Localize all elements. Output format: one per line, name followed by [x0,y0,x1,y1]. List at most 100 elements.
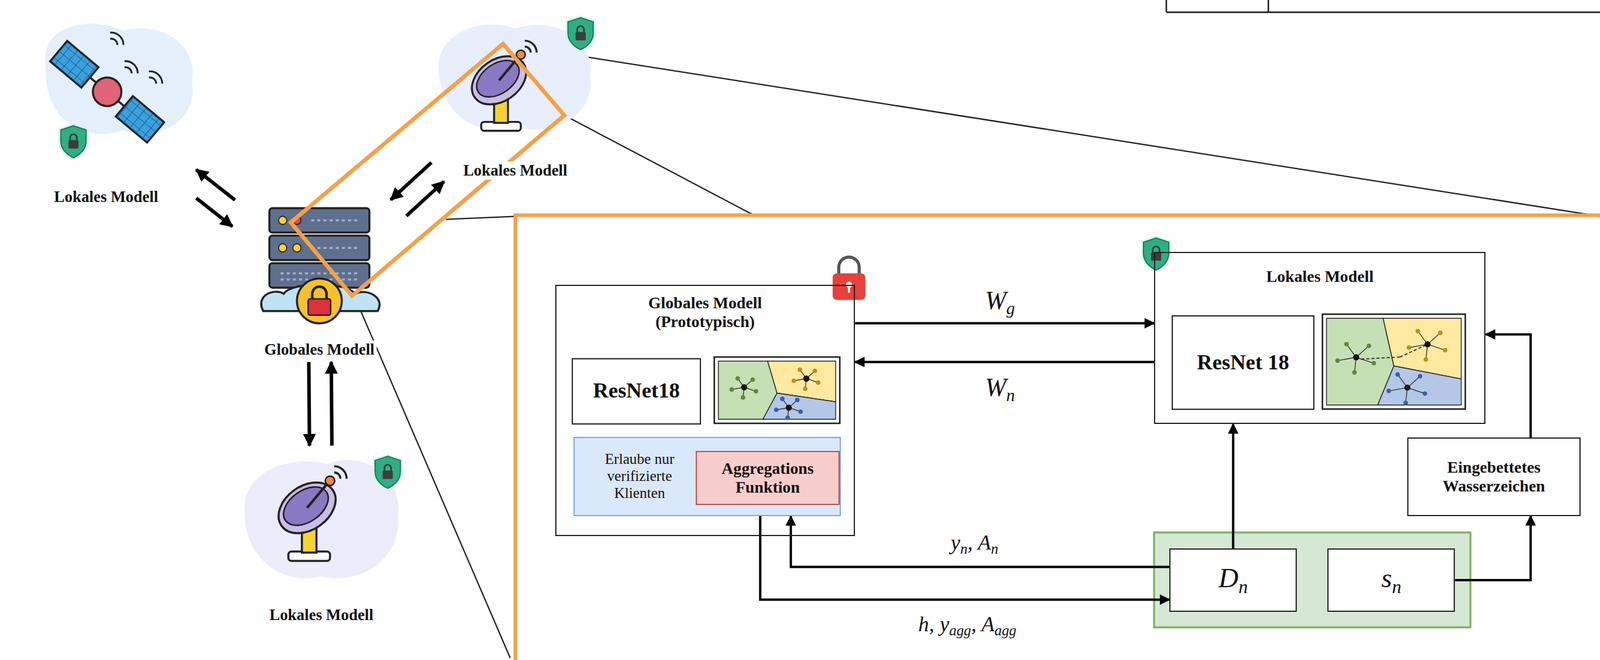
drawing-part [847,285,850,293]
exchange-arrow [406,181,445,217]
drawing-part [729,387,734,393]
drawing-part [115,96,164,143]
drawing-part [1417,374,1423,379]
watermark-box: Eingebettetes Wasserzeichen [1407,437,1581,517]
drawing-part [718,318,1462,421]
drawing-part [1366,343,1372,349]
antenna-icon [244,454,404,579]
drawing-part [798,409,804,415]
drawing-part [1371,361,1377,367]
drawing-part [1352,370,1357,376]
local-model-box: Lokales ModellResNet 18 [1154,252,1486,425]
node-label: Eingebettetes Wasserzeichen [1417,458,1571,496]
drawing-part [1415,329,1421,334]
drawing-part [296,278,342,324]
drawing-part [110,32,163,85]
drawing-part [1361,344,1427,360]
drawing-part [785,404,792,411]
drawing-part [740,384,747,391]
node-label: Lokales Modell [51,188,161,207]
drawing-part [762,393,836,420]
backbone-box: ResNet18 [571,358,702,425]
drawing-part [312,286,327,301]
drawing-part [1403,400,1408,406]
table-fragment [1166,0,1600,13]
drawing-part [795,397,800,403]
node-label: Lokales Modell [1266,267,1374,287]
exchange-arrow [196,169,236,201]
node-label: Erlaube nur verifizierte Klienten [581,451,699,503]
drawing-part [307,299,331,316]
drawing-part [1422,391,1428,397]
shield-icon [1141,235,1172,273]
node-label: ResNet18 [592,378,680,404]
drawing-part [1423,357,1429,362]
math-symbol: sn [1381,562,1402,599]
drawing-part [292,243,301,253]
prototype-frame [1322,314,1466,410]
node-label: Lokales Modell [460,161,570,180]
drawing-part [1353,354,1360,361]
drawing-part [838,257,860,276]
node-label: Globales Modell (Prototypisch) [613,293,798,332]
data-flow-arrow [1232,424,1235,549]
dataset-box: Dn [1169,548,1297,613]
drawing-part [753,389,759,395]
drawing-part [791,378,797,384]
data-flow-arrow [854,322,1155,325]
drawing-part [773,407,779,413]
node-label: ResNet 18 [1196,350,1290,376]
drawing-part [1335,358,1341,364]
edge-label: Wn [981,372,1019,406]
exchange-arrow [390,162,432,200]
drawing-part [92,77,122,107]
drawing-part [816,380,821,386]
drawing-part [372,454,404,492]
data-flow-arrow [1485,334,1531,438]
drawing-part [269,466,347,562]
drawing-part [1404,384,1411,391]
data-flow-arrow [1454,516,1531,581]
lock-icon [832,257,866,301]
drawing-part [278,216,287,225]
secret-box: sn [1327,548,1455,613]
zoom-panel [515,215,1600,660]
aggregation-box: Aggregations Funktion [695,451,840,506]
drawing-part [463,40,538,131]
verification-box: Erlaube nur verifizierte KlientenAggrega… [573,437,841,517]
exchange-arrow [309,361,310,446]
drawing-part [740,395,746,401]
drawing-part [785,416,791,421]
edge-label: yn, An [947,530,1002,558]
drawing-part [1386,388,1392,394]
drawing-part [278,243,287,253]
exchange-arrow [331,361,332,446]
drawing-part [1344,341,1350,347]
client-satellite: Lokales Modell [18,20,194,207]
drawing-part [803,386,808,392]
node-label: Aggregations Funktion [703,459,832,498]
drawing-part [115,96,164,143]
node-label: Lokales Modell [266,606,376,625]
server-node: Globales Modell [234,202,404,360]
data-flow-arrow [854,360,1155,364]
client-antenna: Lokales Modell [433,22,597,180]
exchange-arrow [196,198,233,227]
drawing-part [803,375,810,382]
drawing-part [58,123,89,161]
prototype-illustration [718,361,837,421]
drawing-part [49,41,99,88]
data-flow-arrow [760,516,1170,600]
drawing-part [780,396,786,402]
math-symbol: Dn [1218,562,1249,599]
drawing-part [1443,348,1448,354]
drawing-part [750,377,756,383]
drawing-part [280,220,360,280]
drawing-part [812,369,818,374]
prototype-illustration [1326,318,1462,406]
server-icon [261,208,380,324]
drawing-part [735,376,741,382]
drawing-part [1395,372,1401,378]
drawing-part [832,273,866,301]
edge-label: h, yagg, Aagg [914,611,1021,639]
